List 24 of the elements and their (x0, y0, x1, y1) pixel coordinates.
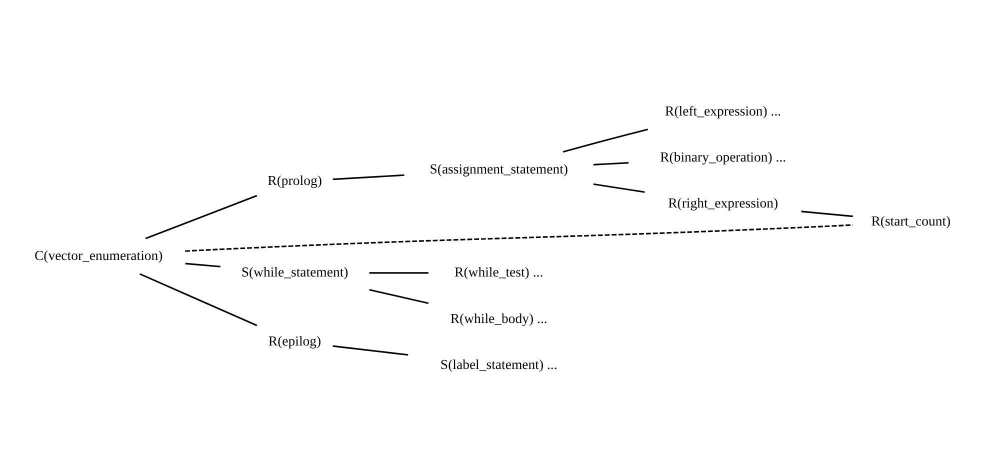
node-text: S(label_statement) ... (440, 356, 558, 372)
connector (562, 128, 648, 152)
connector (593, 162, 629, 165)
node-text: C(vector_enumeration) (34, 247, 163, 262)
connector (332, 344, 408, 356)
connector (140, 272, 258, 326)
node-text: R(prolog) (268, 172, 322, 188)
connector (332, 174, 404, 180)
node-text: R(right_expression) (668, 195, 778, 210)
node-text: R(while_test) ... (454, 264, 544, 280)
connector (185, 224, 853, 252)
connector (185, 262, 220, 267)
node-text: R(start_count) (871, 212, 951, 228)
connector (801, 210, 853, 217)
connector (369, 272, 428, 274)
connector (369, 288, 429, 304)
node-text: R(epilog) (268, 332, 322, 348)
node-text: R(binary_operation) ... (660, 148, 786, 164)
node-text: S(assignment_statement) (430, 160, 568, 176)
node-text: R(while_body) ... (450, 310, 548, 326)
connector (593, 182, 645, 192)
node-text: R(left_expression) ... (665, 102, 782, 118)
connector (145, 194, 258, 239)
node-text: S(while_statement) (241, 264, 348, 280)
